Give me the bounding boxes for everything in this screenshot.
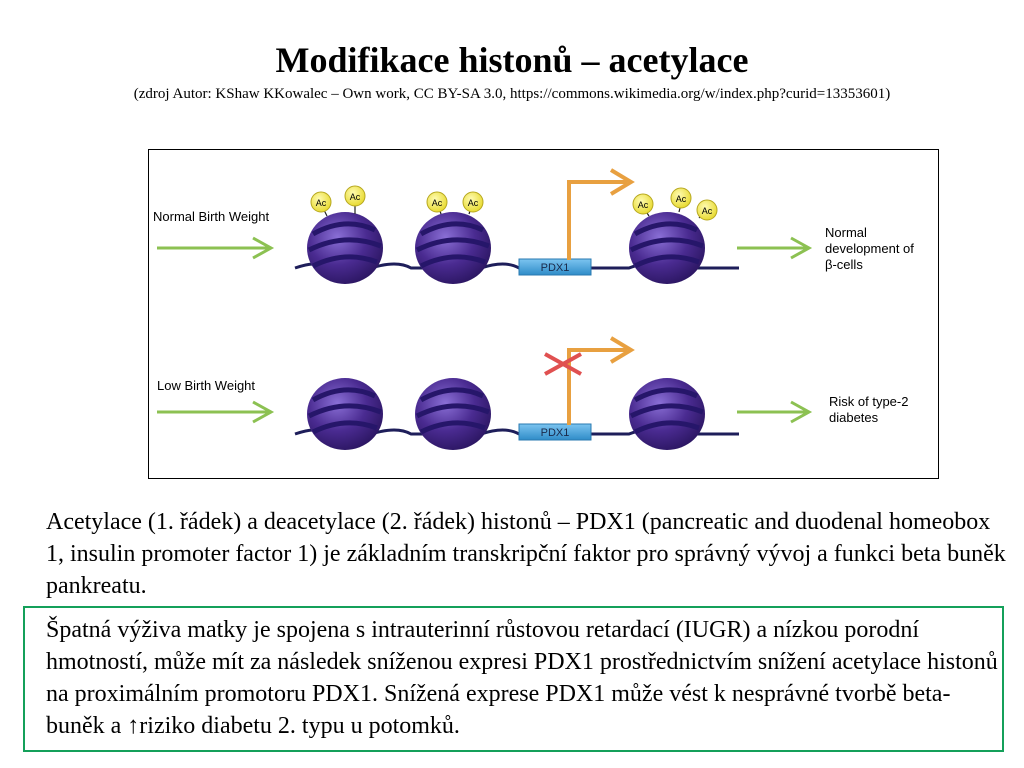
svg-text:Ac: Ac: [468, 198, 479, 208]
svg-text:Ac: Ac: [316, 198, 327, 208]
row1-output-arrow: [737, 236, 813, 260]
svg-text:Ac: Ac: [702, 206, 713, 216]
paragraph-acetylation: Acetylace (1. řádek) a deacetylace (2. ř…: [46, 509, 1006, 599]
paragraph-maternal-nutrition: Špatná výživa matky je spojena s intraut…: [23, 606, 1004, 752]
row2-nucleosome-3: [629, 378, 705, 450]
svg-text:Ac: Ac: [638, 200, 649, 210]
row1-transcription-arrow: [567, 168, 635, 260]
row1-pdx1-label: PDX1: [541, 262, 570, 274]
row2-pdx1-label: PDX1: [541, 427, 570, 439]
svg-text:Ac: Ac: [350, 192, 361, 202]
histone-acetylation-figure: Normal Birth Weight PDX1: [148, 149, 939, 479]
svg-text:Ac: Ac: [432, 198, 443, 208]
block-cross-icon: [544, 352, 582, 376]
svg-text:Ac: Ac: [676, 194, 687, 204]
row1-nucleosome-3: [629, 212, 705, 284]
row1-nucleosome-1: [307, 212, 383, 284]
row2-pdx1-box: [518, 423, 592, 441]
row2-transcription-arrow: [567, 336, 635, 425]
source-citation: (zdroj Autor: KShaw KKowalec – Own work,…: [133, 86, 891, 102]
row1-nucleosome-2: [415, 212, 491, 284]
row2-nucleosome-1: [307, 378, 383, 450]
row2-outcome: Risk of type-2 diabetes: [829, 394, 912, 425]
row2-input-arrow: [157, 400, 275, 424]
row2-output-arrow: [737, 400, 813, 424]
row1-outcome: Normal development of β-cells: [825, 225, 918, 272]
row1-input-arrow: [157, 236, 275, 260]
row2-nucleosome-2: [415, 378, 491, 450]
row2-label: Low Birth Weight: [157, 378, 255, 393]
slide-title: Modifikace histonů – acetylace: [275, 40, 749, 80]
row1-ac-marks: Ac Ac Ac Ac Ac Ac Ac: [310, 185, 718, 221]
row1-pdx1-box: [518, 258, 592, 276]
row1-label: Normal Birth Weight: [153, 209, 269, 224]
